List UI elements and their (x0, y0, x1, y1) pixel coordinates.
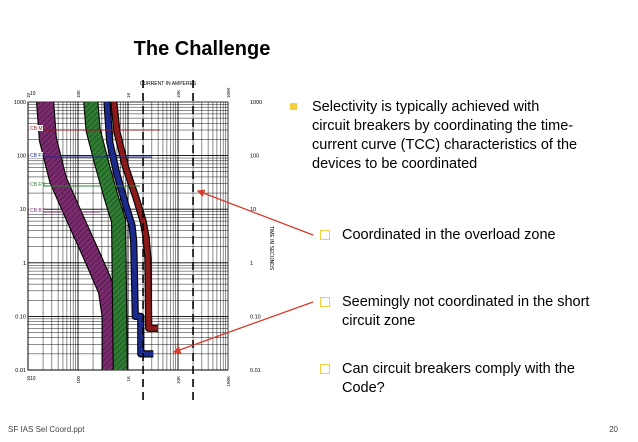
device-label: CB B1 (30, 208, 45, 214)
checkbox-square-icon (320, 297, 330, 307)
x-tick-label-bottom: 100 (76, 376, 81, 384)
page-number: 20 (609, 425, 618, 434)
y-tick-label-right: 0.10 (250, 314, 261, 320)
y-tick-label-right: 1000 (250, 100, 262, 106)
bullet-list: Selectivity is typically achieved with c… (288, 98, 578, 174)
x-tick-label-bottom: 100K (226, 376, 231, 387)
bullet-square-icon (290, 103, 297, 110)
y-tick-label-left: 10 (20, 207, 26, 213)
device-label: CB F1 (30, 153, 44, 159)
y-tick-label-right: 10 (250, 207, 256, 213)
y-tick-label-left: 1 (23, 261, 26, 267)
device-label: CB FN (30, 182, 45, 188)
x-tick-label-top: 1K (126, 92, 131, 98)
x-tick-label-bottom: 10K (176, 376, 181, 384)
y-tick-label-right: 0.01 (250, 368, 261, 374)
curve-band-cb-f1 (104, 101, 154, 357)
y-tick-label-right: 100 (250, 154, 259, 160)
x-tick-label-bottom: 10 (26, 376, 31, 382)
chart-title: CURRENT IN AMPERES (140, 81, 197, 87)
device-label-bg (29, 207, 43, 213)
y-tick-label-right: 1 (250, 261, 253, 267)
curve-hatch-cb-b1 (37, 101, 119, 370)
y-tick-label-left: 0.01 (15, 368, 26, 374)
curve-hatch-cb-fn (84, 101, 127, 371)
bullet-main: Selectivity is typically achieved with c… (288, 98, 578, 174)
x-tick-label-top: 100K (226, 87, 231, 98)
y-tick-label-left: 1000 (14, 100, 26, 106)
sub-bullet-overload: Coordinated in the overload zone (320, 226, 592, 245)
device-label-bg (29, 152, 43, 158)
bullet-main-text: Selectivity is typically achieved with c… (312, 99, 578, 172)
device-label: CB M1 (30, 126, 46, 132)
x-tick-label-top: 10K (176, 90, 181, 98)
device-label-bg (29, 181, 43, 187)
y-axis-label: TIME IN SECONDS (268, 226, 274, 271)
y-tick-label-left: 100 (17, 154, 26, 160)
x-tick-corner-top: 10 (30, 91, 36, 97)
x-tick-label-bottom: 1K (126, 376, 131, 382)
sub-bullet-text: Coordinated in the overload zone (342, 227, 556, 243)
device-label-bg (29, 125, 43, 131)
sub-bullet-text: Seemingly not coordinated in the short c… (342, 294, 590, 329)
slide-title: The Challenge (133, 38, 271, 60)
x-tick-corner-bottom: 10 (30, 376, 36, 382)
sub-bullet-text: Can circuit breakers comply with the Cod… (342, 361, 575, 396)
arrow-overload (196, 189, 314, 236)
checkbox-square-icon (320, 230, 330, 240)
y-tick-label-left: 0.10 (15, 314, 26, 320)
x-tick-label-top: 100 (76, 90, 81, 98)
sub-bullet-short-circuit: Seemingly not coordinated in the short c… (320, 293, 592, 331)
arrow-short-circuit (172, 301, 314, 354)
sub-bullet-code: Can circuit breakers comply with the Cod… (320, 360, 592, 398)
curve-band-cb-m1 (111, 101, 159, 331)
x-tick-label-top: 10 (26, 92, 31, 98)
footer-filename: SF IAS Sel Coord.ppt (8, 425, 85, 434)
checkbox-square-icon (320, 364, 330, 374)
